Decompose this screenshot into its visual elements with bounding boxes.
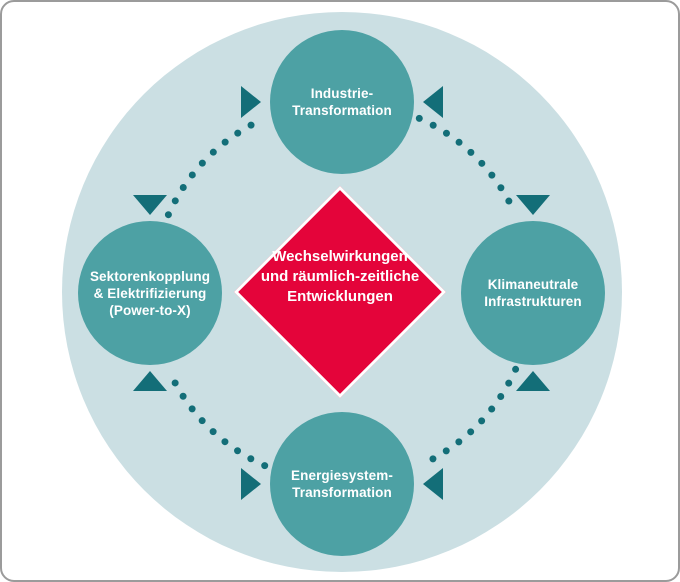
node-label: Sektorenkopplung & Elektrifizierung (Pow… (89, 268, 211, 318)
dotted-arc-left-to-top (164, 114, 269, 219)
node-sektorenkopplung: Sektorenkopplung & Elektrifizierung (Pow… (78, 221, 222, 365)
node-label: Industrie- Transformation (292, 86, 392, 118)
arrowhead-into-bottom-left-icon (241, 468, 261, 500)
dotted-arc-bottom-to-left (164, 365, 269, 470)
arrowhead-into-left-top-icon (133, 195, 167, 215)
node-klimaneutrale-infrastrukturen: Klimaneutrale Infrastrukturen (461, 221, 605, 365)
arrowhead-into-right-top-icon (516, 195, 550, 215)
dotted-arc-right-to-bottom (415, 365, 520, 470)
arrowhead-into-right-bottom-icon (516, 371, 550, 391)
node-label: Energiesystem- Transformation (291, 468, 393, 500)
arrowhead-into-top-left-icon (241, 86, 261, 118)
dotted-arc-top-to-right (415, 114, 520, 219)
node-industrie-transformation: Industrie- Transformation (270, 30, 414, 174)
arrowhead-into-top-right-icon (423, 86, 443, 118)
arrowhead-into-left-bottom-icon (133, 371, 167, 391)
arrowhead-into-bottom-right-icon (423, 468, 443, 500)
node-energiesystem-transformation: Energiesystem- Transformation (270, 412, 414, 556)
center-diamond-label: Wechselwirkungen und räumlich-zeitliche … (260, 248, 420, 305)
node-label: Klimaneutrale Infrastrukturen (484, 277, 582, 309)
